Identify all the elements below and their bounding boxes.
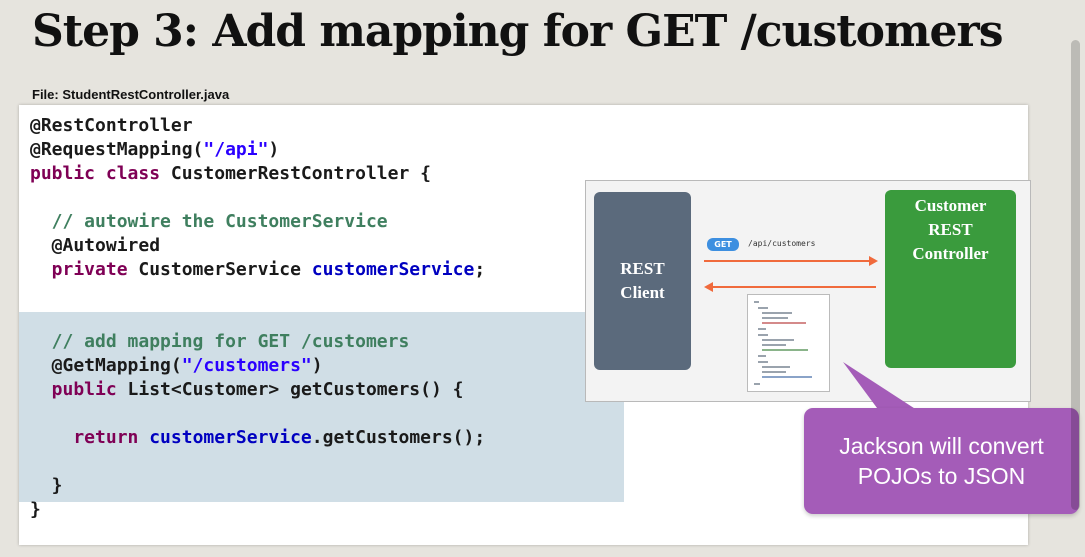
code-token: "/customers": [181, 355, 312, 376]
code-line: @GetMapping("/customers"): [30, 354, 485, 378]
rest-diagram: REST Client Customer REST Controller GET…: [585, 180, 1031, 402]
request-arrow-icon: [704, 256, 878, 266]
controller-box: Customer REST Controller: [885, 190, 1016, 368]
rest-client-box: REST Client: [594, 192, 691, 370]
code-line: // autowire the CustomerService: [30, 210, 485, 234]
code-token: return: [30, 427, 150, 448]
code-token: @GetMapping(: [30, 355, 182, 376]
code-line: @Autowired: [30, 234, 485, 258]
code-line: private CustomerService customerService;: [30, 258, 486, 282]
callout-text: Jackson will convert POJOs to JSON: [839, 433, 1044, 489]
code-token: @RequestMapping(: [30, 139, 204, 160]
code-token: @RestController: [30, 115, 193, 136]
code-line: // add mapping for GET /customers: [30, 330, 485, 354]
code-line: return customerService.getCustomers();: [30, 426, 485, 450]
code-token: }: [30, 499, 41, 520]
jackson-callout: Jackson will convert POJOs to JSON: [804, 408, 1079, 514]
code-token: ;: [474, 259, 486, 280]
code-token: public class: [30, 163, 171, 184]
code-line: }: [30, 498, 485, 522]
api-path-label: /api/customers: [748, 239, 816, 248]
code-token: ): [311, 355, 323, 376]
code-token: .getCustomers();: [311, 427, 486, 448]
controller-label: Customer REST Controller: [912, 196, 989, 263]
response-arrow-icon: [704, 282, 876, 292]
code-token: customerService: [149, 427, 312, 448]
code-token: private: [30, 259, 139, 280]
code-token: CustomerService: [138, 259, 312, 280]
code-token: // add mapping for GET /customers: [30, 331, 410, 352]
json-document-icon: [747, 294, 830, 392]
code-token: "/api": [203, 139, 269, 160]
slide-title: Step 3: Add mapping for GET /customers: [32, 6, 1003, 57]
file-label: File: StudentRestController.java: [32, 87, 230, 102]
code-line: [30, 282, 485, 306]
code-line: public List<Customer> getCustomers() {: [30, 378, 485, 402]
scrollbar[interactable]: [1071, 40, 1080, 510]
code-token: customerService: [311, 259, 475, 280]
get-method-badge: GET: [707, 238, 739, 251]
code-line: [30, 402, 485, 426]
code-highlight: [19, 312, 624, 502]
code-token: CustomerRestController {: [170, 163, 431, 184]
code-token: @Autowired: [30, 235, 161, 256]
code-token: // autowire the CustomerService: [30, 211, 388, 232]
code-token: ): [268, 139, 280, 160]
code-line: [30, 450, 485, 474]
code-line: [30, 186, 485, 210]
code-token: public: [30, 379, 128, 400]
code-token: List<Customer> getCustomers() {: [127, 379, 464, 400]
code-line: @RestController: [30, 114, 485, 138]
code-block: @RestController@RequestMapping("/api")pu…: [30, 114, 485, 522]
code-line: public class CustomerRestController {: [30, 162, 485, 186]
code-line: }: [30, 474, 485, 498]
code-token: }: [30, 475, 63, 496]
code-line: @RequestMapping("/api"): [30, 138, 485, 162]
rest-client-label: REST Client: [620, 259, 665, 302]
code-line: [30, 306, 485, 330]
